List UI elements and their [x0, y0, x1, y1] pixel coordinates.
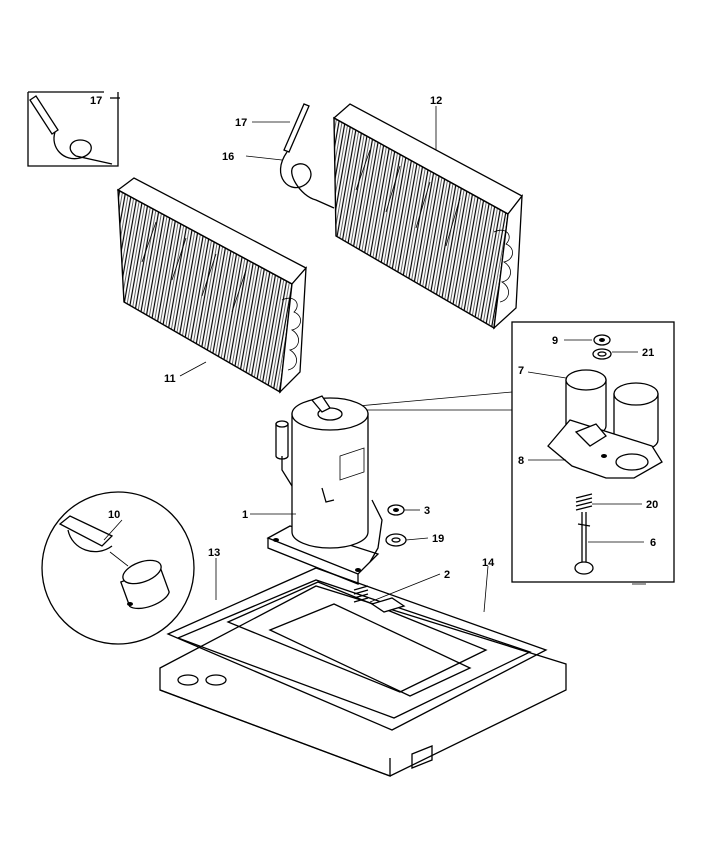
- spring-2: [353, 585, 406, 613]
- callout-6: 6: [650, 537, 656, 549]
- capillary-sensor-16-17: [280, 103, 335, 209]
- callout-3: 3: [424, 505, 430, 517]
- inset-leader-lines: [357, 391, 513, 411]
- callout-16: 16: [222, 151, 234, 163]
- grommets-3-19: [385, 504, 407, 547]
- compressor-1: [275, 395, 383, 563]
- start-components-inset: [511, 321, 675, 585]
- callout-11: 11: [164, 373, 176, 385]
- callout-10: 10: [108, 509, 120, 521]
- callout-19: 19: [432, 533, 444, 545]
- callout-17: 17: [235, 117, 247, 129]
- callout-labels: 17 17 16 12 11 9 21 7 8 20 6 1 3 19 10 1…: [90, 95, 658, 581]
- callout-1: 1: [242, 509, 248, 521]
- callout-2: 2: [444, 569, 450, 581]
- inset-sensor-17: [27, 91, 120, 167]
- inset-clamp-10: [41, 491, 195, 645]
- coil-11: [116, 177, 308, 394]
- callout-20: 20: [646, 499, 658, 511]
- callout-14: 14: [482, 557, 495, 569]
- base-pan: [159, 567, 567, 777]
- callout-9: 9: [552, 335, 558, 347]
- coil-12: [332, 103, 523, 330]
- callout-12: 12: [430, 95, 442, 107]
- callout-8: 8: [518, 455, 524, 467]
- callout-leaders: [103, 106, 644, 613]
- callout-7: 7: [518, 365, 524, 377]
- callout-21: 21: [642, 347, 654, 359]
- callout-17-inset: 17: [90, 95, 102, 107]
- callout-13: 13: [208, 547, 220, 559]
